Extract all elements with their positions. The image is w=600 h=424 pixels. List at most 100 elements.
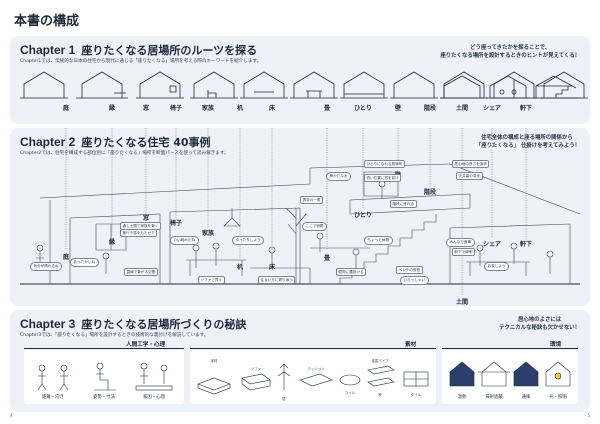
- keyword-engawa: 縁: [108, 105, 116, 112]
- page-number-left: 4: [10, 413, 13, 418]
- person-figures: [36, 180, 554, 274]
- keyword-nokishita: 軒下: [519, 105, 533, 112]
- section-label-stairs: 階段: [423, 189, 437, 196]
- chapter-2-aside-highlight: 「座りたくなる」: [473, 143, 521, 149]
- speech-bubble: みんなで食事: [446, 238, 475, 247]
- environment-illustrations: [449, 361, 571, 387]
- chapter-1-aside-line2: 座りたくなる場所を設計するときのヒントが見えてくる！: [440, 53, 580, 59]
- caption-coil: コイル: [344, 391, 356, 395]
- caption-wall-material: 壁: [282, 397, 286, 401]
- speech-bubble: 気分が晴れるね: [30, 262, 63, 271]
- house-icon-floor: [340, 71, 388, 99]
- house-icon-window: [136, 71, 184, 99]
- annotation-note: 書斎の一角: [300, 196, 323, 204]
- house-icon-desk: [290, 71, 338, 99]
- house-icon-chair: [190, 71, 238, 99]
- caption-iron: 鉄: [378, 393, 382, 397]
- section-label-garden: 庭: [62, 254, 70, 261]
- annotation-note: 居心地の良さを追求: [452, 160, 490, 168]
- section-label-share: シェア: [482, 241, 502, 248]
- house-section-perspective: [20, 128, 581, 296]
- annotation-note: ソファで寛ぐ: [198, 276, 225, 284]
- keyword-tatami: 畳: [323, 105, 331, 112]
- chapter-3-description: Chapter3では、「座りたくなる」場所を設計するときの技術的な裏付けを解説し…: [20, 333, 209, 338]
- house-icon-family: [240, 71, 288, 99]
- section-label-desk: 机: [236, 264, 244, 271]
- annotation-note: 階段に座れる: [390, 200, 417, 208]
- ergonomics-illustrations: [37, 362, 173, 391]
- caption-ventilation: 通風: [521, 395, 531, 400]
- chapter-3-aside-line2: テクニカルな秘訣も欠かせない！: [499, 325, 580, 331]
- annotation-note: 低い位置に窓を設け: [364, 174, 402, 182]
- house-icon-eaves: [532, 75, 580, 99]
- caption-sofa: ソファ: [250, 367, 262, 371]
- caption-floor-material: 床材: [210, 359, 218, 363]
- group-title-materials: 素材: [405, 342, 417, 348]
- caption-psychology: 家因・心理: [143, 395, 165, 400]
- speech-bubble: いい眺めだね: [170, 236, 199, 245]
- house-icon-tatami: [390, 71, 438, 99]
- keyword-family: 家族: [201, 105, 215, 112]
- keyword-desk: 机: [236, 105, 244, 112]
- annotation-note: ひとりになれる居場所: [364, 160, 405, 168]
- section-label-chair: 椅子: [169, 220, 183, 227]
- chapter-1-title: 座りたくなる居場所のルーツを探る: [81, 44, 258, 57]
- chapter-2-number: Chapter 2: [20, 135, 76, 149]
- annotation-note: 壁際に腰掛ける: [336, 268, 367, 276]
- speech-bubble: 静かだなぁ: [326, 172, 351, 181]
- group-divider: [190, 348, 436, 349]
- page-title: 本書の構成: [14, 14, 80, 29]
- caption-distance: 距離・向き: [42, 395, 64, 400]
- chapter-1-description: Chapter1では、伝統的な日本の住宅から現代に通じる「座りたくなる」場所を考…: [20, 59, 262, 64]
- chapter-2-aside-line1: 住宅全体の構成と座る場所の関係から: [481, 135, 573, 141]
- section-label-nokishita: 軒下: [519, 241, 533, 248]
- keyword-chair: 椅子: [169, 105, 183, 112]
- section-label-family: 家族: [201, 230, 215, 237]
- keyword-share: シェア: [482, 105, 502, 112]
- section-label-engawa: 縁: [108, 239, 116, 246]
- house-icon-doma: [440, 75, 484, 99]
- ergonomics-tile: 距離・向き 姿勢・寸法 家因・心理: [24, 350, 184, 404]
- environment-tile: 温熱 日射遮蔽 通風 光・照明: [442, 350, 578, 404]
- keyword-hitori: ひとり: [354, 105, 372, 112]
- section-label-hitori: ひとり: [354, 212, 372, 219]
- chapter-2-description: Chapter2では、住宅を構成する部位別に「座りたくなる」場所を断面パースを使…: [20, 151, 229, 156]
- speech-bubble: ゆったりしよう: [232, 236, 265, 245]
- annotation-note: 奥行き感をもたせた: [120, 229, 158, 237]
- chapter-3-title: 座りたくなる居場所づくりの秘訣: [81, 318, 247, 331]
- house-icons-right: [440, 75, 580, 99]
- speech-bubble: ここで宿題: [302, 222, 327, 231]
- house-icon-engawa: [76, 71, 128, 99]
- annotation-note: 天井高の変化: [456, 172, 483, 180]
- caption-thermal: 温熱: [457, 395, 467, 400]
- group-divider: [442, 348, 578, 349]
- caption-metal-pipe: 金属パイプ: [371, 359, 389, 363]
- page-number-right: 5: [587, 413, 590, 418]
- section-label-floor: 床: [268, 264, 276, 271]
- section-label-tatami: 畳: [323, 255, 331, 262]
- caption-cushion: クッション: [307, 367, 325, 371]
- keyword-stairs: 階段: [423, 105, 437, 112]
- materials-tile: 床材 ソファ 壁 クッション コイル 金属パイプ 鉄 タイル: [190, 350, 436, 404]
- materials-illustrations: [197, 363, 429, 395]
- speech-bubble: あったかいね: [70, 258, 99, 267]
- keyword-floor: 床: [268, 105, 276, 112]
- section-label-doma: 土間: [455, 299, 469, 306]
- speech-bubble: お茶しよう: [484, 262, 509, 271]
- annotation-note: 直線で繋がる空間: [124, 268, 158, 276]
- group-title-environment: 環境: [550, 342, 562, 348]
- speech-bubble: いらっしゃい: [400, 276, 429, 285]
- group-divider: [24, 348, 184, 349]
- annotation-note: 軒下で縁側: [452, 248, 475, 256]
- chapter-3-panel: Chapter 3 座りたくなる居場所づくりの秘訣 Chapter3では、「座りた…: [10, 310, 590, 412]
- chapter-3-heading: Chapter 3 座りたくなる居場所づくりの秘訣: [20, 316, 246, 332]
- caption-sun-shading: 日射遮蔽: [485, 395, 503, 400]
- chapter-1-aside-line1: どう座ってきたかを探ることで、: [470, 45, 551, 51]
- keyword-wall: 壁: [394, 105, 402, 112]
- annotation-note: 住まい方に寄り添う: [258, 276, 296, 284]
- caption-posture: 姿勢・寸法: [93, 395, 115, 400]
- chapter-3-number: Chapter 3: [20, 317, 76, 331]
